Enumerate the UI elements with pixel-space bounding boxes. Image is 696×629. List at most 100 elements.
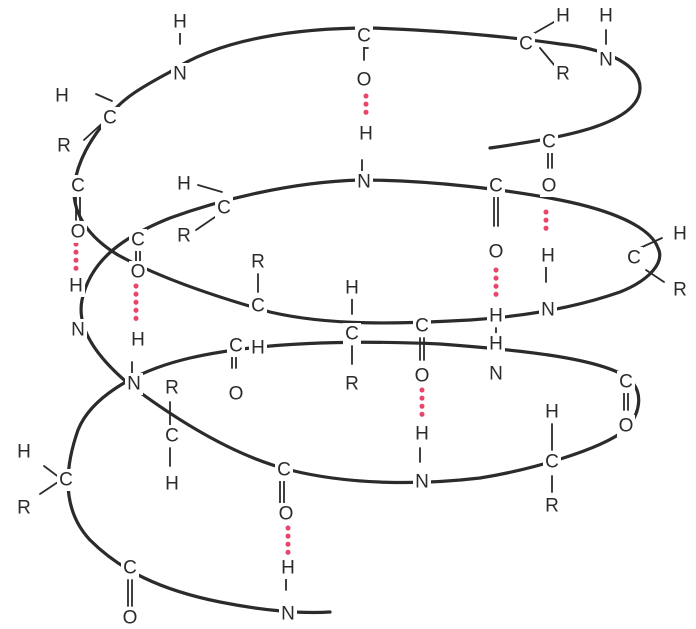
atom-nitrogen: N [171, 63, 189, 85]
atom-label-nitrogen: N [489, 364, 503, 385]
atom-backing [275, 459, 293, 481]
atom-backing [487, 305, 505, 327]
atom-label-nitrogen: N [541, 300, 555, 321]
atom-backing [227, 335, 245, 357]
atom-carbon: C [355, 25, 373, 47]
atom-hydrogen: H [163, 473, 181, 495]
atom-oxygen: O [355, 69, 373, 91]
atom-label-side_chain: R [251, 252, 265, 273]
atom-label-oxygen: O [131, 262, 146, 283]
atom-label-nitrogen: N [127, 374, 141, 395]
atom-backing [355, 69, 373, 91]
atom-backing [355, 25, 373, 47]
atom-oxygen: O [227, 383, 245, 405]
atom-hydrogen: H [67, 275, 85, 297]
atom-label-hydrogen: H [55, 86, 69, 107]
atom-backing [617, 415, 635, 437]
atom-backing [539, 245, 557, 267]
atom-backing [554, 63, 572, 85]
atom-side_chain: R [554, 63, 572, 85]
atom-backing [413, 315, 431, 337]
atom-hydrogen: H [597, 5, 615, 27]
atom-side_chain: R [163, 377, 181, 399]
atom-backing [355, 171, 373, 193]
atom-backing [554, 5, 572, 27]
atom-hydrogen: H [129, 329, 147, 351]
atom-backing [357, 123, 375, 145]
atom-backing [67, 275, 85, 297]
atom-label-nitrogen: N [281, 604, 295, 625]
atom-carbon: C [617, 371, 635, 393]
atom-label-carbon: C [229, 336, 243, 357]
atom-oxygen: O [617, 415, 635, 437]
atom-label-hydrogen: H [173, 12, 187, 33]
atom-backing [543, 451, 561, 473]
atom-label-carbon: C [345, 324, 359, 345]
atom-backing [215, 197, 233, 219]
atom-backing [343, 323, 361, 345]
backbone-segment [66, 26, 662, 615]
atom-backing [171, 63, 189, 85]
atom-backing [101, 107, 119, 129]
atom-label-oxygen: O [229, 384, 244, 405]
atom-label-carbon: C [357, 26, 371, 47]
atom-backing [171, 11, 189, 33]
atom-label-side_chain: R [57, 136, 71, 157]
atom-label-side_chain: R [556, 64, 570, 85]
atom-side_chain: R [249, 251, 267, 273]
atom-backing [597, 49, 615, 71]
atom-label-carbon: C [542, 132, 556, 153]
atom-label-carbon: C [489, 176, 503, 197]
atom-backing [249, 337, 267, 359]
atom-hydrogen: H [487, 333, 505, 355]
atom-carbon: C [215, 197, 233, 219]
atom-hydrogen: H [249, 337, 267, 359]
atom-backing [57, 469, 75, 491]
atom-label-hydrogen: H [17, 442, 31, 463]
atom-backing [279, 603, 297, 625]
atom-backing [277, 503, 295, 525]
covalent-bond [95, 93, 113, 102]
atom-label-side_chain: R [177, 226, 191, 247]
atom-backing [125, 373, 143, 395]
atom-label-oxygen: O [542, 176, 557, 197]
atom-backing [279, 557, 297, 579]
covalent-bond [645, 269, 665, 283]
atom-backing [121, 607, 139, 629]
atom-label-side_chain: R [165, 378, 179, 399]
atom-backing [487, 363, 505, 385]
atom-carbon: C [57, 469, 75, 491]
atom-backing [413, 471, 431, 493]
atom-carbon: C [625, 247, 643, 269]
atom-label-carbon: C [619, 372, 633, 393]
atom-backing [69, 319, 87, 341]
atom-carbon: C [129, 229, 147, 251]
atom-backing [343, 373, 361, 395]
atom-label-hydrogen: H [281, 558, 295, 579]
atom-hydrogen: H [53, 85, 71, 107]
atom-label-side_chain: R [17, 498, 31, 519]
atom-backing [53, 85, 71, 107]
atom-carbon: C [227, 335, 245, 357]
atom-label-hydrogen: H [69, 276, 83, 297]
atom-backing [487, 241, 505, 263]
atom-label-oxygen: O [489, 242, 504, 263]
atom-label-carbon: C [165, 426, 179, 447]
atom-label-hydrogen: H [556, 6, 570, 27]
atom-nitrogen: N [125, 373, 143, 395]
covalent-bond [197, 184, 223, 193]
covalent-bond [532, 21, 555, 35]
atom-backing [625, 247, 643, 269]
atom-oxygen: O [121, 607, 139, 629]
atom-backing [413, 423, 431, 445]
atom-carbon: C [69, 175, 87, 197]
atom-carbon: C [163, 425, 181, 447]
atom-oxygen: O [540, 175, 558, 197]
atom-nitrogen: N [279, 603, 297, 625]
atom-label-carbon: C [59, 470, 73, 491]
atom-hydrogen: H [357, 123, 375, 145]
atom-backing [129, 329, 147, 351]
atom-label-carbon: C [277, 460, 291, 481]
atom-nitrogen: N [69, 319, 87, 341]
